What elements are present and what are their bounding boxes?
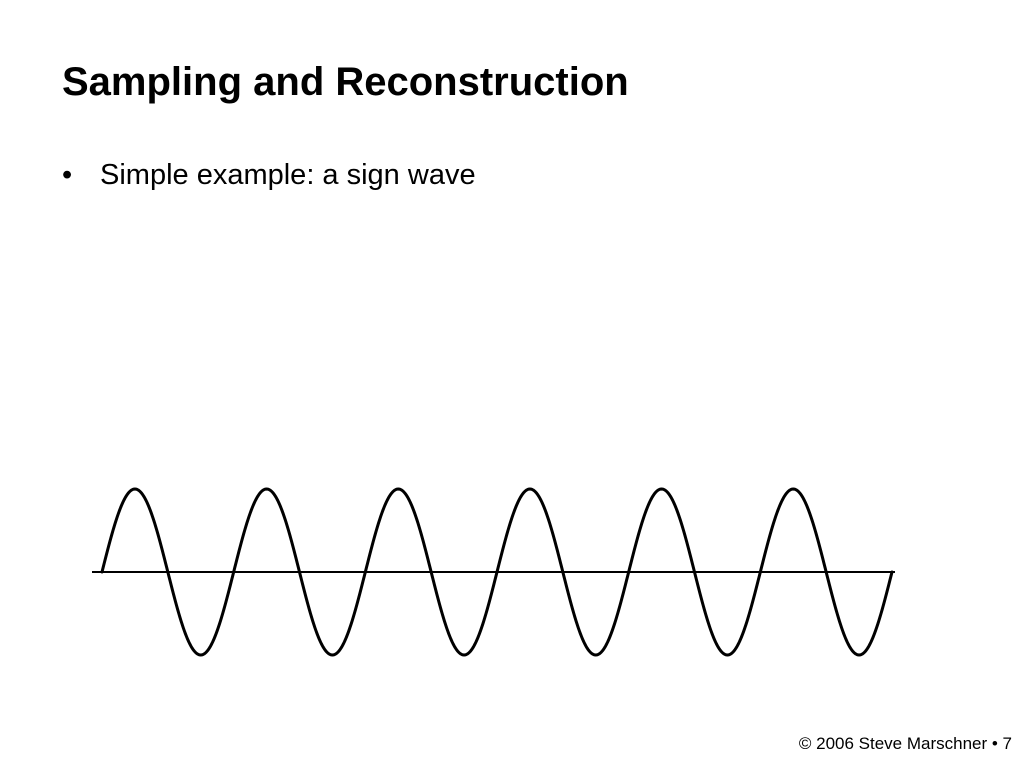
bullet-text: Simple example: a sign wave	[100, 159, 476, 191]
bullet-item: • Simple example: a sign wave	[62, 158, 476, 193]
bullet-list: • Simple example: a sign wave	[62, 158, 476, 193]
sine-wave-figure	[92, 487, 895, 657]
bullet-glyph: •	[62, 159, 73, 191]
slide-footer: © 2006 Steve Marschner • 7	[798, 734, 1012, 753]
sine-wave-curve	[100, 487, 894, 657]
slide-title: Sampling and Reconstruction	[62, 60, 629, 104]
